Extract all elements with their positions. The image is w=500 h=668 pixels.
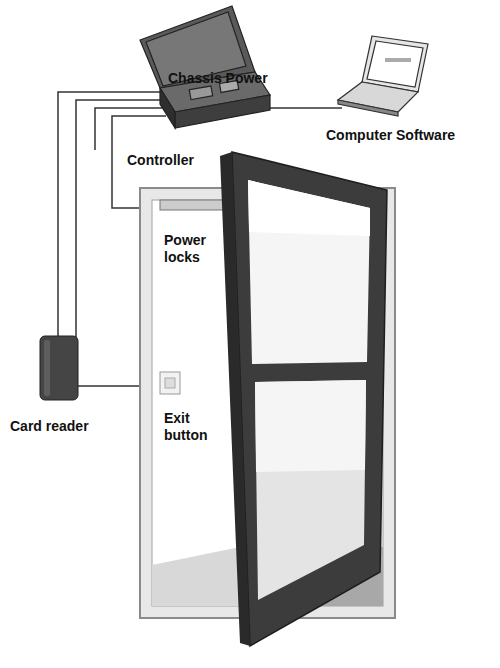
door-pane <box>248 180 370 364</box>
card-reader-edge <box>44 340 50 396</box>
wire <box>268 107 342 109</box>
part-label: Controller <box>127 152 217 169</box>
door-pane <box>248 180 370 236</box>
exit-button-key <box>165 378 175 388</box>
laptop-window <box>385 58 411 62</box>
laptop-edge <box>338 100 398 116</box>
card-reader <box>40 336 78 400</box>
door-pane <box>255 380 366 472</box>
door-edge <box>220 152 250 646</box>
chassis-board <box>189 86 212 100</box>
wire <box>95 108 164 150</box>
exit-button-plate <box>160 372 180 394</box>
chassis-front <box>175 95 270 128</box>
part-label: Computer Software <box>326 127 496 144</box>
room-floor <box>152 547 240 606</box>
door-pane <box>255 380 366 600</box>
chassis-side <box>160 88 175 128</box>
part-label: Card reader <box>10 418 120 435</box>
door <box>220 152 387 646</box>
laptop-display <box>367 41 423 87</box>
door-leaf <box>232 152 387 646</box>
part-label: Chassis Power <box>168 70 278 87</box>
exit-button <box>160 372 180 394</box>
controller-chassis <box>140 6 270 128</box>
power-lock <box>160 200 228 210</box>
part-label: Power locks <box>164 232 214 266</box>
card-reader-body <box>40 336 78 400</box>
part-label: Exit button <box>164 410 214 444</box>
laptop <box>338 36 428 116</box>
